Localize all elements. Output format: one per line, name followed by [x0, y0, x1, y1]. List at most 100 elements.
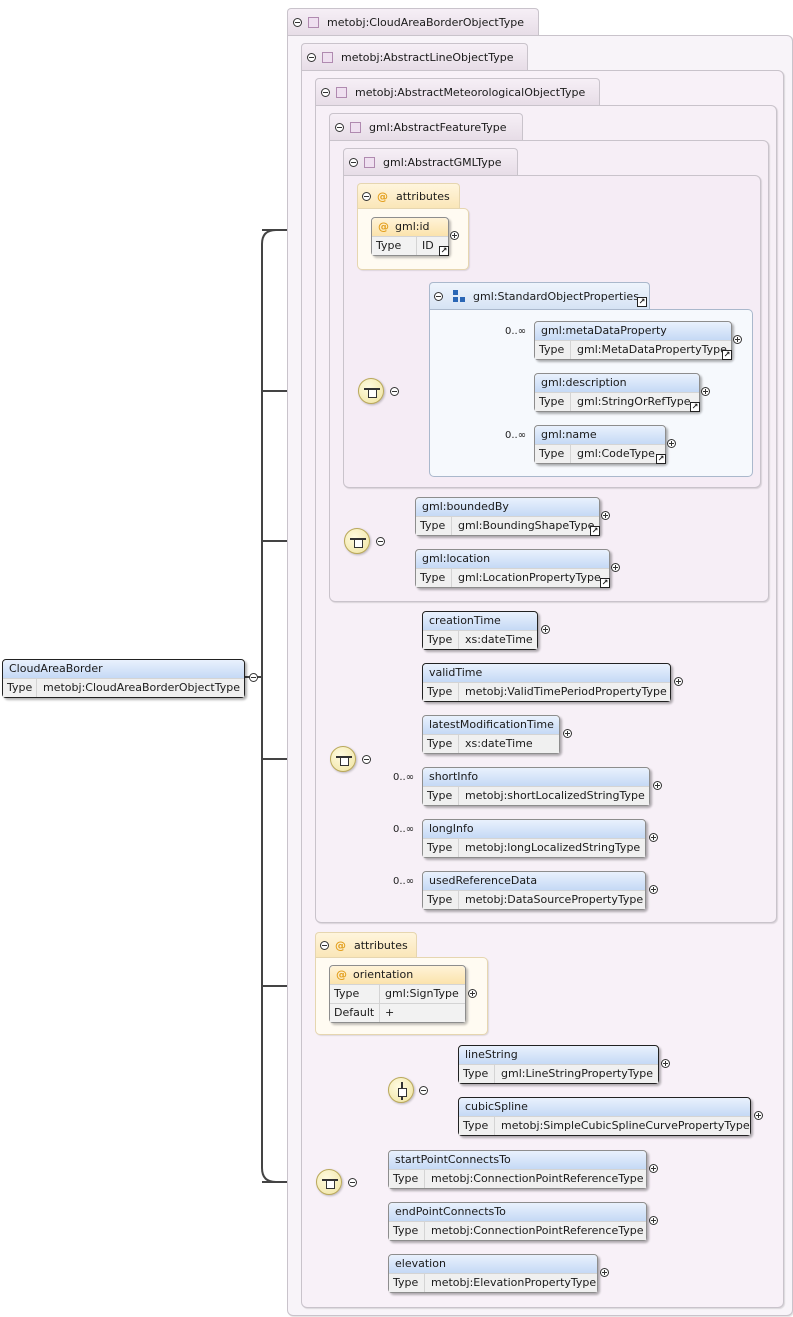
collapse-icon[interactable]: [349, 157, 358, 167]
collapse-icon[interactable]: [348, 1178, 357, 1187]
collapse-icon[interactable]: [362, 755, 371, 764]
expand-icon[interactable]: [649, 885, 658, 894]
cardinality: 0..∞: [393, 876, 415, 887]
cardinality: 0..∞: [505, 430, 527, 441]
expand-icon[interactable]: [661, 1059, 670, 1068]
collapse-icon[interactable]: [434, 291, 443, 301]
type-value: metobj:ConnectionPointReferenceType: [431, 1172, 644, 1185]
attributes-tab[interactable]: @attributes: [357, 183, 460, 208]
type-tab-abstract-gml[interactable]: gml:AbstractGMLType: [343, 148, 518, 175]
type-label: Type: [535, 393, 571, 411]
type-tab-abstract-feature[interactable]: gml:AbstractFeatureType: [329, 113, 523, 140]
expand-icon[interactable]: [667, 439, 676, 448]
link-icon[interactable]: ↗: [722, 350, 732, 360]
link-icon[interactable]: ↗: [600, 578, 610, 588]
element-name: gml:metaDataProperty: [535, 322, 731, 340]
collapse-icon[interactable]: [390, 387, 399, 396]
element-name: longInfo: [423, 820, 645, 838]
type-name: metobj:CloudAreaBorderObjectType: [327, 15, 524, 29]
expand-icon[interactable]: [611, 563, 620, 572]
collapse-icon[interactable]: [307, 52, 316, 62]
expand-icon[interactable]: [600, 1268, 609, 1277]
element-name: usedReferenceData: [423, 872, 645, 890]
expand-icon[interactable]: [733, 335, 742, 344]
expand-icon[interactable]: [653, 781, 662, 790]
root-element-cloud-area-border[interactable]: CloudAreaBorder Type metobj:CloudAreaBord…: [2, 659, 245, 698]
type-value: gml:BoundingShapeType: [458, 519, 595, 532]
attribute-name: orientation: [353, 968, 414, 981]
attributes-label: attributes: [354, 938, 408, 952]
element-name: gml:description: [535, 374, 699, 392]
collapse-icon[interactable]: [320, 940, 329, 950]
type-label: Type: [423, 683, 459, 701]
type-label: Type: [3, 679, 37, 697]
collapse-icon[interactable]: [321, 87, 330, 97]
expand-icon[interactable]: [649, 833, 658, 842]
link-icon[interactable]: ↗: [590, 526, 600, 536]
sequence-icon[interactable]: [330, 746, 356, 772]
type-value: metobj:ValidTimePeriodPropertyType: [465, 685, 667, 698]
expand-icon[interactable]: [601, 511, 610, 520]
collapse-icon[interactable]: [293, 17, 302, 27]
sequence-icon[interactable]: [344, 528, 370, 554]
choice-icon[interactable]: [388, 1077, 414, 1103]
type-value: gml:LineStringPropertyType: [501, 1067, 654, 1080]
link-icon[interactable]: ↗: [439, 246, 449, 256]
type-tab-cloud-area-border-object[interactable]: metobj:CloudAreaBorderObjectType: [287, 8, 539, 35]
type-name: metobj:AbstractLineObjectType: [341, 50, 514, 64]
expand-icon[interactable]: [674, 677, 683, 686]
expand-icon[interactable]: [450, 231, 459, 240]
type-value: metobj:CloudAreaBorderObjectType: [43, 681, 240, 694]
type-label: Type: [389, 1274, 425, 1292]
expand-icon[interactable]: [649, 1216, 658, 1225]
expand-icon[interactable]: [468, 989, 477, 998]
type-tab-abstract-line-object[interactable]: metobj:AbstractLineObjectType: [301, 43, 528, 70]
collapse-icon[interactable]: [362, 191, 371, 201]
collapse-icon[interactable]: [419, 1086, 428, 1095]
collapse-icon[interactable]: [335, 122, 344, 132]
default-label: Default: [330, 1004, 380, 1022]
element-name: CloudAreaBorder: [3, 660, 244, 678]
sequence-icon[interactable]: [358, 378, 384, 404]
type-value: gml:StringOrRefType: [577, 395, 691, 408]
expand-icon[interactable]: [649, 1164, 658, 1173]
element-name: shortInfo: [423, 768, 649, 786]
expand-icon[interactable]: [541, 625, 550, 634]
type-tab-abstract-meteorological-object[interactable]: metobj:AbstractMeteorologicalObjectType: [315, 78, 600, 105]
collapse-icon[interactable]: [376, 537, 385, 546]
expand-icon[interactable]: [701, 387, 710, 396]
expand-icon[interactable]: [754, 1111, 763, 1120]
link-icon[interactable]: ↗: [656, 454, 666, 464]
sequence-icon[interactable]: [316, 1169, 342, 1195]
link-icon[interactable]: ↗: [690, 402, 700, 412]
collapse-icon[interactable]: [249, 673, 258, 682]
element-name: latestModificationTime: [423, 716, 559, 734]
group-tab-standard-object-properties[interactable]: gml:StandardObjectProperties ↗: [429, 282, 650, 309]
type-label: Type: [535, 341, 571, 359]
complex-type-icon: [322, 51, 333, 63]
complex-type-icon: [336, 86, 347, 98]
expand-icon[interactable]: [563, 729, 572, 738]
attributes-tab[interactable]: @attributes: [315, 932, 417, 957]
type-name: gml:AbstractFeatureType: [369, 120, 507, 134]
complex-type-icon: [308, 16, 319, 28]
link-icon[interactable]: ↗: [637, 297, 647, 307]
